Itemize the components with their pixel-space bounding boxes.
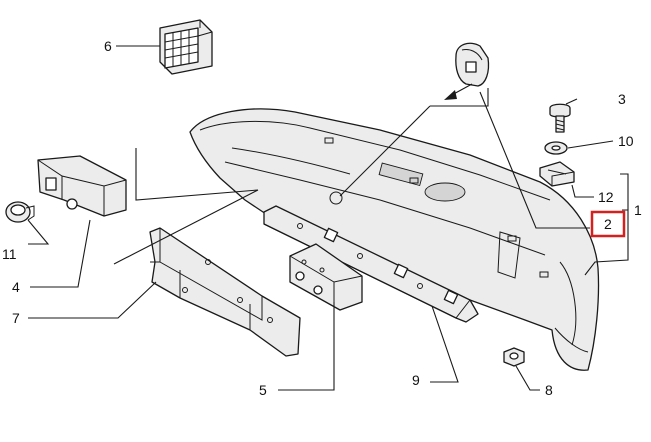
hex-nut[interactable] (503, 347, 525, 367)
tow-eye-cover[interactable] (455, 42, 490, 87)
washer[interactable] (544, 141, 568, 155)
vent-grille[interactable] (159, 19, 213, 75)
direction-arrow-icon (444, 83, 473, 100)
leader-lines (27, 45, 629, 391)
callout-3: 3 (618, 91, 626, 107)
callout-7: 7 (12, 310, 20, 326)
callout-2: 2 (604, 216, 612, 232)
callout-9: 9 (412, 372, 420, 388)
clip-nut[interactable] (539, 161, 575, 187)
plug[interactable] (5, 201, 35, 223)
callout-8: 8 (545, 382, 553, 398)
callout-6: 6 (104, 38, 112, 54)
reinforcement-bracket[interactable] (149, 227, 301, 357)
callout-11: 11 (2, 246, 17, 262)
callout-10: 10 (618, 133, 634, 149)
assembly-reference-lines (113, 88, 489, 265)
center-absorber-block[interactable] (289, 243, 363, 311)
callout-2-highlight-box (590, 210, 626, 238)
callout-1: 1 (634, 202, 642, 218)
side-bracket[interactable] (37, 155, 127, 217)
callout-4: 4 (12, 279, 20, 295)
callout-labels: 6 3 10 12 1 2 11 4 7 5 9 8 (2, 38, 642, 398)
callout-5: 5 (259, 382, 267, 398)
bolt[interactable] (549, 103, 571, 133)
impact-bar[interactable] (263, 205, 479, 323)
callout-12: 12 (598, 189, 614, 205)
